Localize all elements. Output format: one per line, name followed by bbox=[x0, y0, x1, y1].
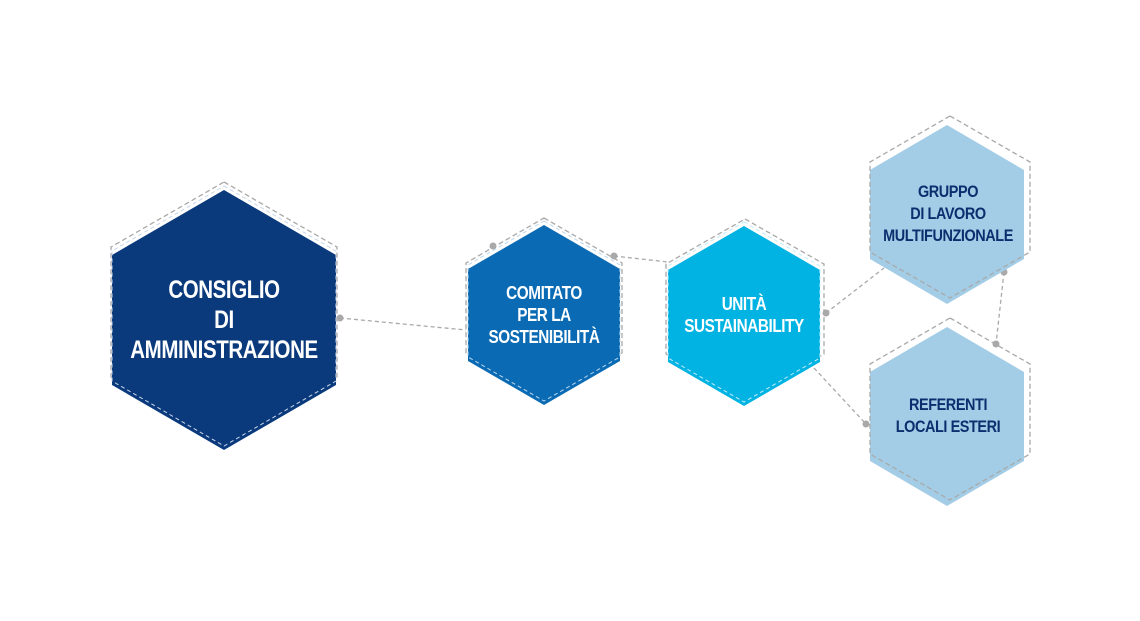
connector-cda-comitato bbox=[339, 317, 467, 331]
hex-gruppo bbox=[870, 125, 1024, 304]
connector-dots bbox=[336, 242, 1008, 428]
cda-label-line: CONSIGLIO bbox=[168, 276, 280, 304]
unita-label-line: SUSTAINABILITY bbox=[684, 316, 804, 336]
referenti-label-line: REFERENTI bbox=[908, 395, 988, 414]
referenti-label: REFERENTI LOCALI ESTERI bbox=[881, 326, 1015, 506]
connector-dot bbox=[489, 242, 497, 250]
connector-unita-gruppo bbox=[825, 267, 885, 314]
gruppo-label-line: GRUPPO bbox=[917, 182, 979, 201]
hex-unita bbox=[668, 226, 820, 406]
connector-unita-referenti bbox=[813, 367, 867, 425]
connector-gruppo-referenti bbox=[995, 271, 1005, 345]
comitato-label-line: SOSTENIBILITÀ bbox=[488, 327, 600, 347]
hex-cda-inner-outline bbox=[111, 185, 337, 447]
gruppo-label: GRUPPO DI LAVORO MULTIFUNZIONALE bbox=[881, 124, 1015, 304]
node-gruppo bbox=[869, 115, 1031, 304]
hex-cda bbox=[112, 190, 336, 450]
hex-referenti-outline bbox=[869, 317, 1031, 501]
connector-dot bbox=[336, 314, 344, 322]
cda-label-line: DI bbox=[214, 306, 234, 334]
hex-comitato-inner-outline bbox=[467, 220, 621, 402]
hex-referenti bbox=[870, 327, 1024, 506]
hex-unita-inner-outline bbox=[667, 221, 821, 403]
node-unita bbox=[665, 218, 825, 406]
unita-label: UNITÀ SUSTAINABILITY bbox=[678, 225, 811, 405]
hex-unita-outline bbox=[665, 218, 825, 400]
hex-cda-outline bbox=[110, 181, 338, 443]
hex-gruppo-outline bbox=[869, 115, 1031, 299]
unita-label-line: UNITÀ bbox=[721, 294, 767, 314]
cda-label: CONSIGLIO DI AMMINISTRAZIONE bbox=[130, 190, 318, 450]
connectors bbox=[339, 255, 1005, 425]
node-comitato bbox=[465, 217, 623, 405]
connector-comitato-unita bbox=[613, 255, 669, 263]
comitato-label-line: PER LA bbox=[517, 305, 571, 325]
connector-dot bbox=[610, 252, 618, 260]
connector-dot bbox=[862, 420, 870, 428]
hex-comitato-outline bbox=[465, 217, 623, 399]
hex-comitato bbox=[468, 225, 620, 405]
node-cda bbox=[110, 181, 338, 450]
node-referenti bbox=[869, 317, 1031, 506]
comitato-label-line: COMITATO bbox=[506, 283, 582, 303]
comitato-label: COMITATO PER LA SOSTENIBILITÀ bbox=[478, 225, 611, 405]
cda-label-line: AMMINISTRAZIONE bbox=[130, 336, 318, 364]
gruppo-label-line: MULTIFUNZIONALE bbox=[883, 226, 1013, 245]
gruppo-label-line: DI LAVORO bbox=[910, 204, 986, 223]
referenti-label-line: LOCALI ESTERI bbox=[895, 417, 1001, 436]
